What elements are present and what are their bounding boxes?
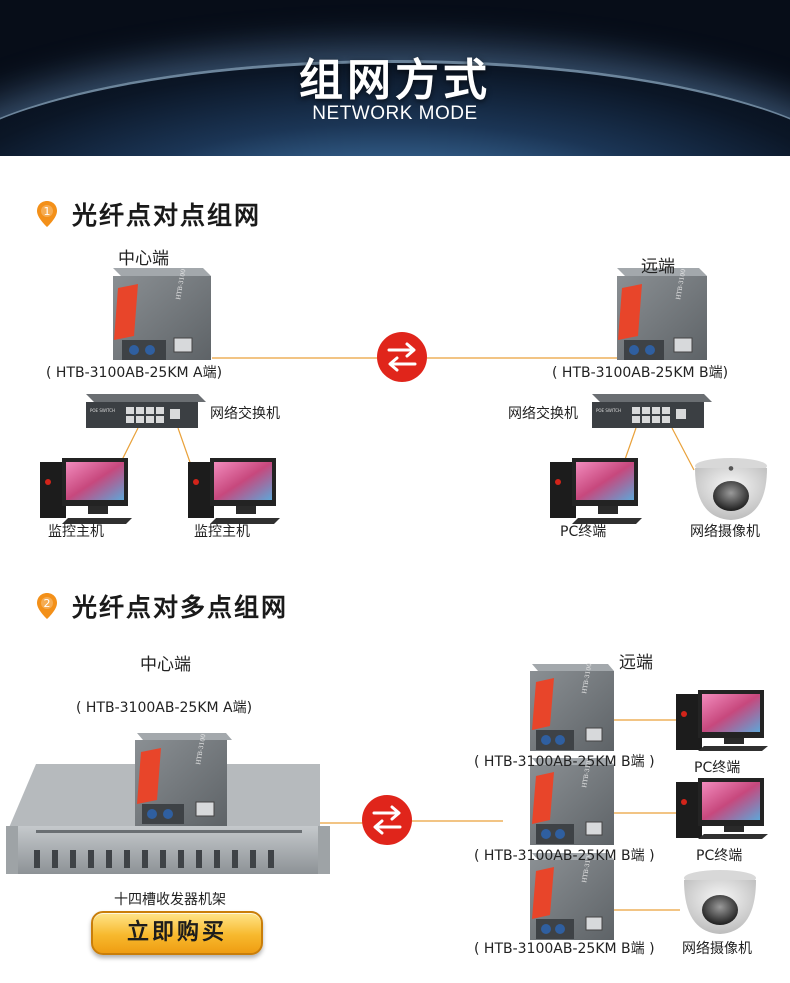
converter-b-device: HTB-3100 [617, 268, 707, 360]
remote-converter-1-device: HTB-3100 [530, 662, 614, 751]
section-1-title: 光纤点对点组网 [72, 201, 262, 230]
s2-rack-label: 十四槽收发器机架 [114, 892, 226, 908]
s1-switch-left-label: 网络交换机 [210, 406, 280, 422]
s2-center-label: 中心端 [140, 655, 191, 675]
s2-remote-2-device-label: PC终端 [696, 848, 743, 864]
rack-converter-a-device: HTB-3100 [135, 733, 232, 826]
s2-converter-a-label: ( HTB-3100AB-25KM A端) [76, 700, 253, 716]
link-swap-icon [377, 332, 427, 382]
svg-text:2: 2 [44, 597, 51, 610]
svg-text:●: ● [728, 465, 733, 472]
s1-pc-left-1-label: 监控主机 [48, 524, 104, 540]
s2-remote-3-device-label: 网络摄像机 [682, 941, 752, 957]
map-pin-icon: 2 [36, 592, 58, 620]
remote-dome-camera-device [684, 870, 756, 934]
s2-remote-1-converter-label: ( HTB-3100AB-25KM B端 ) [474, 754, 655, 770]
s1-switch-right-label: 网络交换机 [508, 406, 578, 422]
remote-pc-2-device [676, 778, 768, 839]
switch-left-device: POE SWITCH [86, 394, 206, 428]
s1-remote-label: 远端 [641, 257, 675, 277]
earth-horizon-glow [0, 60, 790, 156]
s1-converter-a-label: ( HTB-3100AB-25KM A端) [46, 365, 223, 381]
banner-subtitle: NETWORK MODE [312, 103, 478, 124]
pc-left-1-device [40, 458, 132, 524]
dome-camera-device: ● [695, 458, 767, 520]
s2-remote-3-converter-label: ( HTB-3100AB-25KM B端 ) [474, 941, 655, 957]
link-swap-icon-2 [362, 795, 412, 845]
s2-remote-2-converter-label: ( HTB-3100AB-25KM B端 ) [474, 848, 655, 864]
s2-remote-label: 远端 [619, 653, 653, 673]
section-1-heading: 1 光纤点对点组网 [36, 196, 261, 232]
svg-text:POE SWITCH: POE SWITCH [90, 408, 115, 413]
s2-remote-1-device-label: PC终端 [694, 760, 741, 776]
s1-pc-left-2-label: 监控主机 [194, 524, 250, 540]
s1-converter-b-label: ( HTB-3100AB-25KM B端) [552, 365, 729, 381]
pc-left-2-device [188, 458, 280, 524]
remote-pc-1-device [676, 690, 768, 751]
map-pin-icon: 1 [36, 200, 58, 228]
s1-pc-right-label: PC终端 [560, 524, 607, 540]
section-2-title: 光纤点对多点组网 [72, 593, 289, 622]
s1-camera-label: 网络摄像机 [690, 524, 760, 540]
banner-title: 组网方式 [299, 55, 491, 106]
remote-converter-3-device: HTB-3100 [530, 851, 614, 940]
switch-right-device: POE SWITCH [592, 394, 712, 428]
section-2-heading: 2 光纤点对多点组网 [36, 588, 288, 624]
svg-text:1: 1 [44, 205, 51, 218]
s1-center-label: 中心端 [118, 249, 169, 269]
header-banner: 组网方式 NETWORK MODE [0, 0, 790, 156]
buy-now-button[interactable]: 立即购买 [91, 911, 263, 955]
remote-converter-2-device: HTB-3100 [530, 756, 614, 845]
pc-right-device [550, 458, 642, 524]
svg-text:POE SWITCH: POE SWITCH [596, 408, 621, 413]
converter-a-device: HTB-3100 [113, 268, 211, 360]
